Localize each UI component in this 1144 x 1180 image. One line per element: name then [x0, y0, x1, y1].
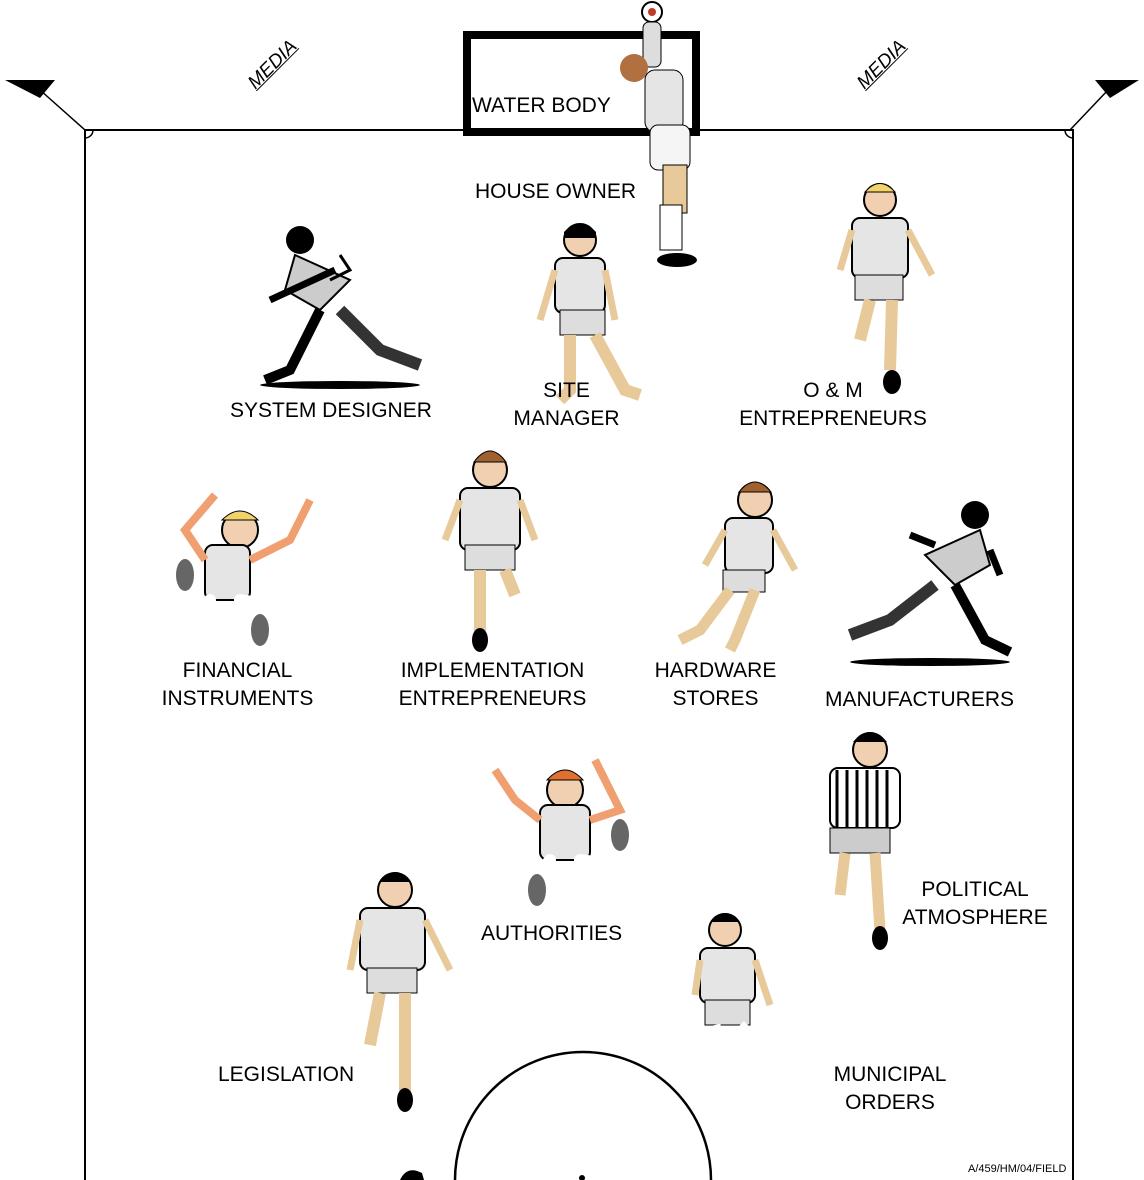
- player-authorities-icon: [495, 760, 629, 906]
- player-implementation-entrepreneurs-icon: [445, 451, 535, 652]
- center-circle: [455, 1052, 711, 1180]
- legislation-label: LEGISLATION: [218, 1061, 354, 1089]
- goal-label: WATER BODY: [472, 92, 611, 120]
- player-site-manager-icon: [540, 224, 640, 401]
- player-system-designer-icon: [260, 226, 420, 389]
- player-municipal-orders-icon: [695, 913, 795, 1080]
- system-designer-label: SYSTEM DESIGNER: [230, 397, 432, 425]
- player-legislation-icon: [350, 872, 450, 1112]
- house-owner-label: HOUSE OWNER: [475, 178, 636, 206]
- partial-player-icon: [400, 1170, 424, 1180]
- manufacturers-label: MANUFACTURERS: [825, 686, 1014, 714]
- player-om-entrepreneurs-icon: [840, 184, 932, 395]
- left-corner-flag-icon: [5, 80, 55, 98]
- player-manufacturers-icon: [850, 501, 1010, 666]
- authorities-label: AUTHORITIES: [481, 920, 622, 948]
- right-corner-flag-icon: [1095, 80, 1139, 98]
- player-hardware-stores-icon: [680, 482, 795, 650]
- reference-code: A/459/HM/04/FIELD: [968, 1163, 1066, 1175]
- player-financial-instruments-icon: [176, 495, 310, 646]
